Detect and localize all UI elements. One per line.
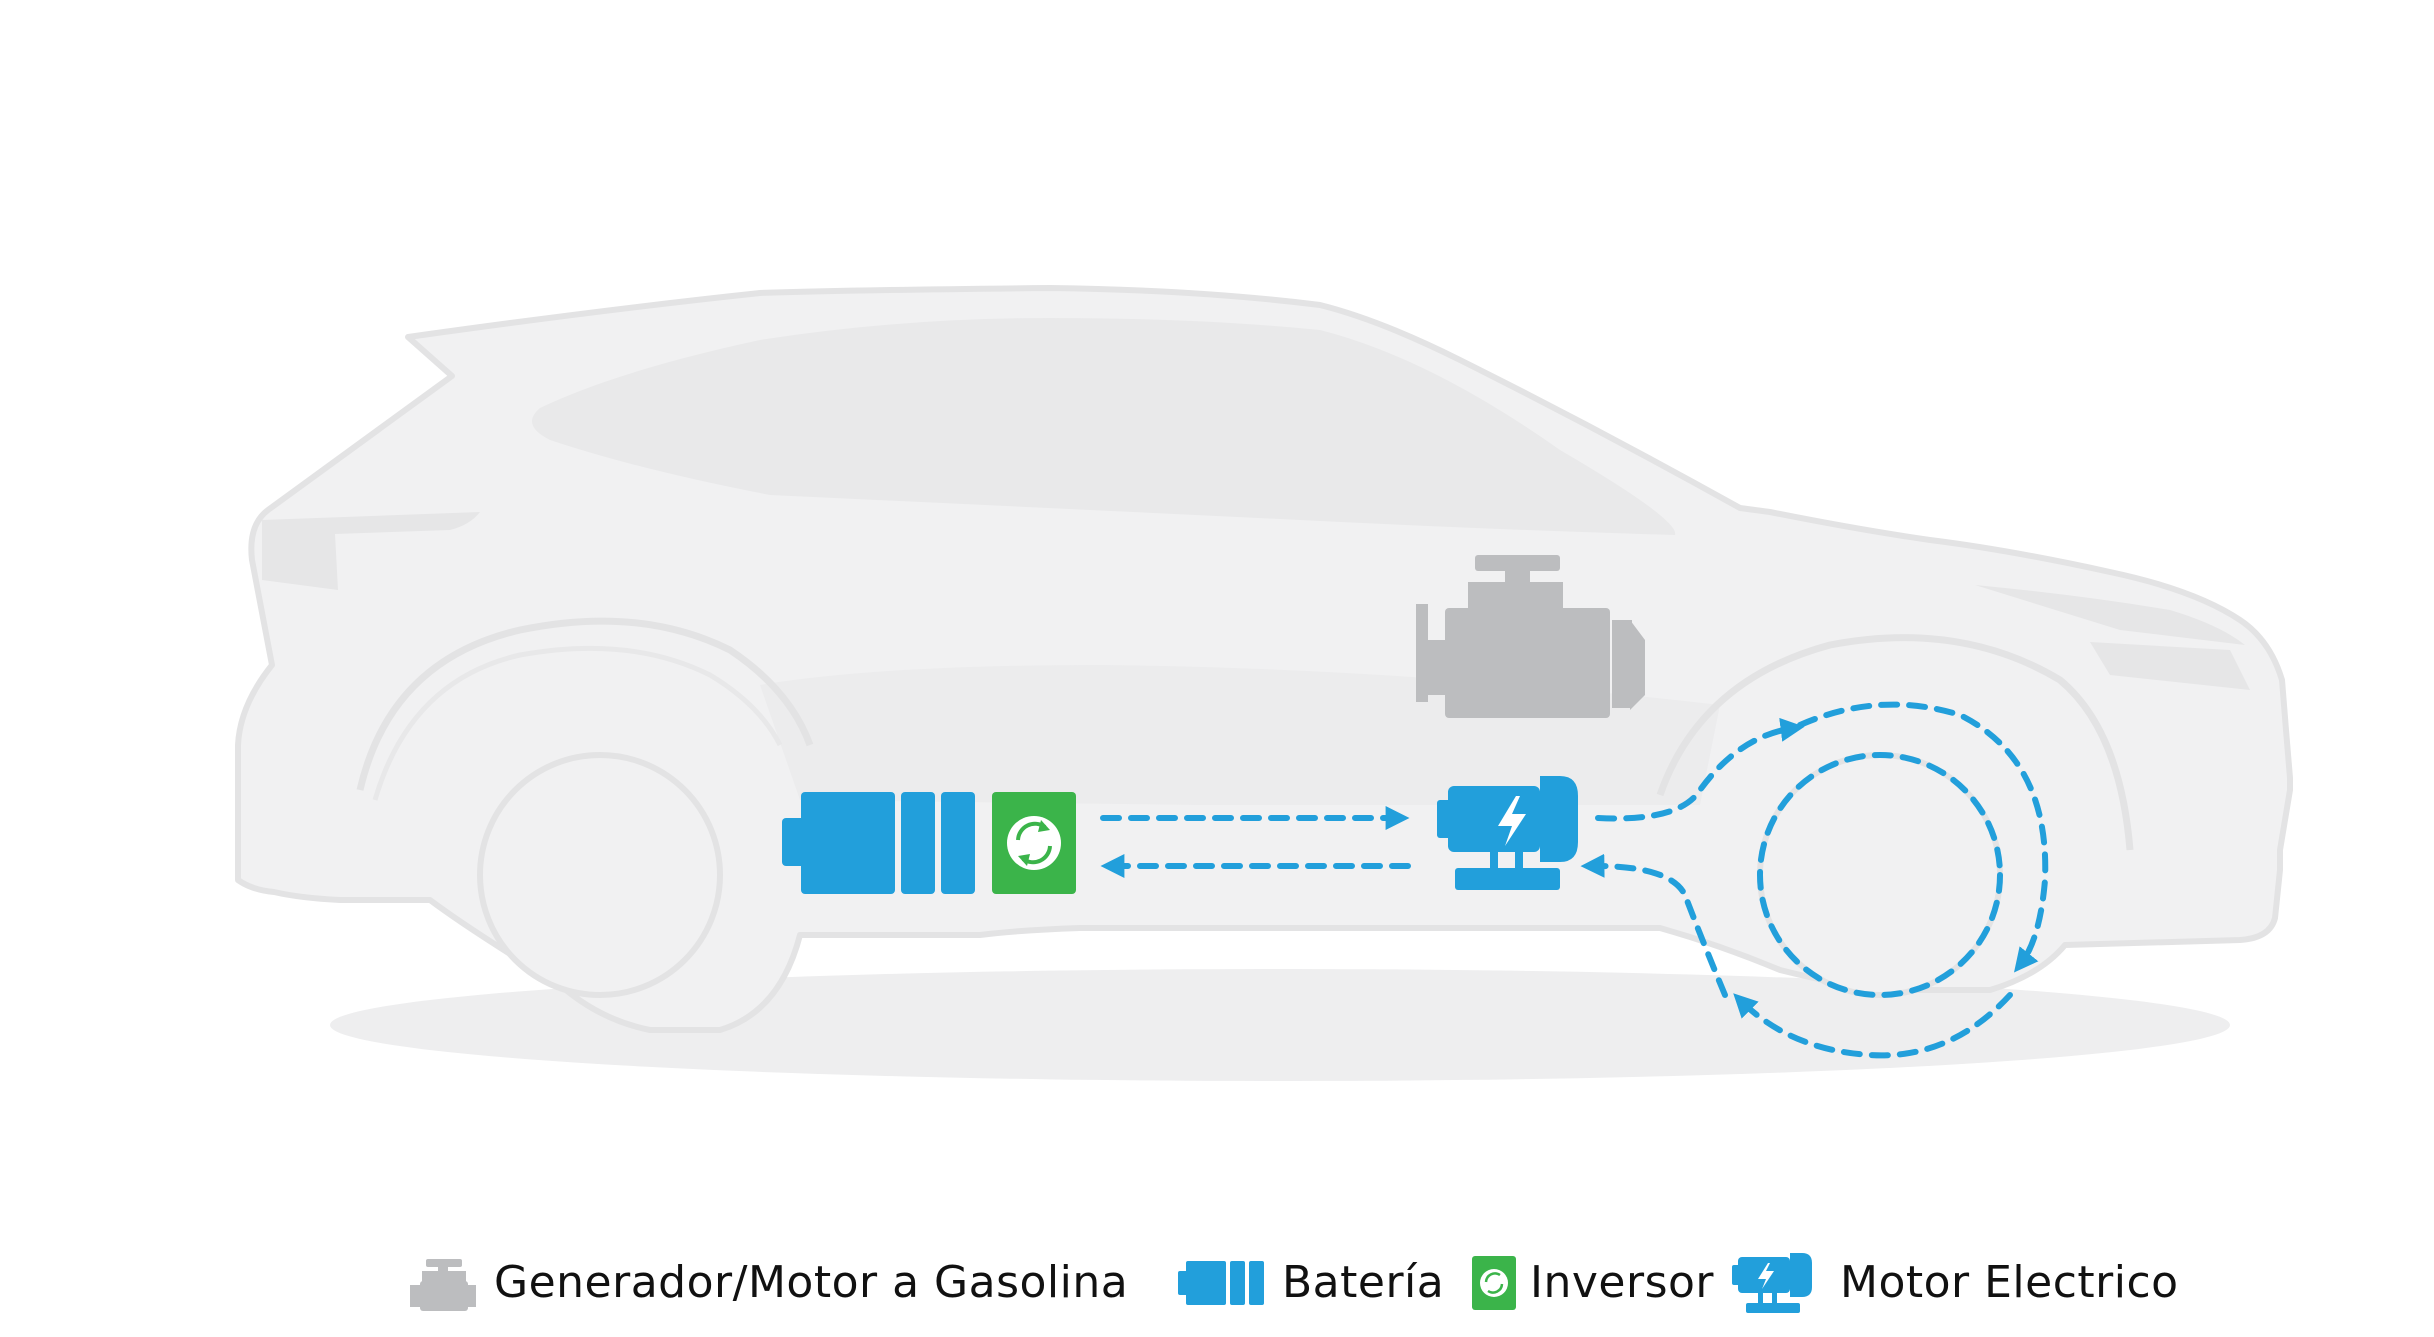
flow-motor-to-wheel (1595, 717, 1805, 822)
inverter-icon (1472, 1256, 1516, 1310)
legend-item-motor: Motor Electrico (1728, 1238, 2179, 1328)
flow-inner-ring (1757, 752, 2003, 998)
legend-label-engine: Generador/Motor a Gasolina (494, 1257, 1129, 1308)
flow-outer-ring-bottom (1733, 992, 2013, 1059)
gasoline-engine-icon (1416, 555, 1645, 718)
front-wheel-arch (1656, 634, 2134, 851)
gasoline-engine-icon (410, 1259, 476, 1311)
legend-label-motor: Motor Electrico (1840, 1257, 2179, 1308)
front-intake (2090, 642, 2250, 690)
electric-motor-icon (1732, 1253, 1812, 1313)
flow-wheel-to-motor (1580, 853, 1728, 998)
legend-item-engine: Generador/Motor a Gasolina (408, 1238, 1128, 1328)
car-silhouette (235, 285, 2293, 1033)
battery-icon (1178, 1261, 1264, 1305)
rear-wheel (477, 752, 723, 998)
legend-label-battery: Batería (1282, 1257, 1445, 1308)
inverter-icon (992, 792, 1076, 894)
flow-outer-ring (1797, 701, 2049, 973)
rear-wheel-arch-inner (372, 645, 783, 801)
legend-item-inverter: Inversor (1470, 1238, 1714, 1328)
battery-icon (782, 792, 975, 894)
electric-motor-icon (1437, 776, 1578, 890)
rear-light (262, 512, 480, 590)
energy-flows (1100, 701, 2049, 1059)
legend-label-inverter: Inversor (1530, 1257, 1714, 1308)
front-light (1975, 585, 2245, 645)
car-window (532, 318, 1676, 535)
legend: Generador/Motor a Gasolina Batería Inver… (0, 1238, 2434, 1328)
rear-wheel-arch (356, 617, 814, 791)
legend-item-battery: Batería (1178, 1238, 1444, 1328)
